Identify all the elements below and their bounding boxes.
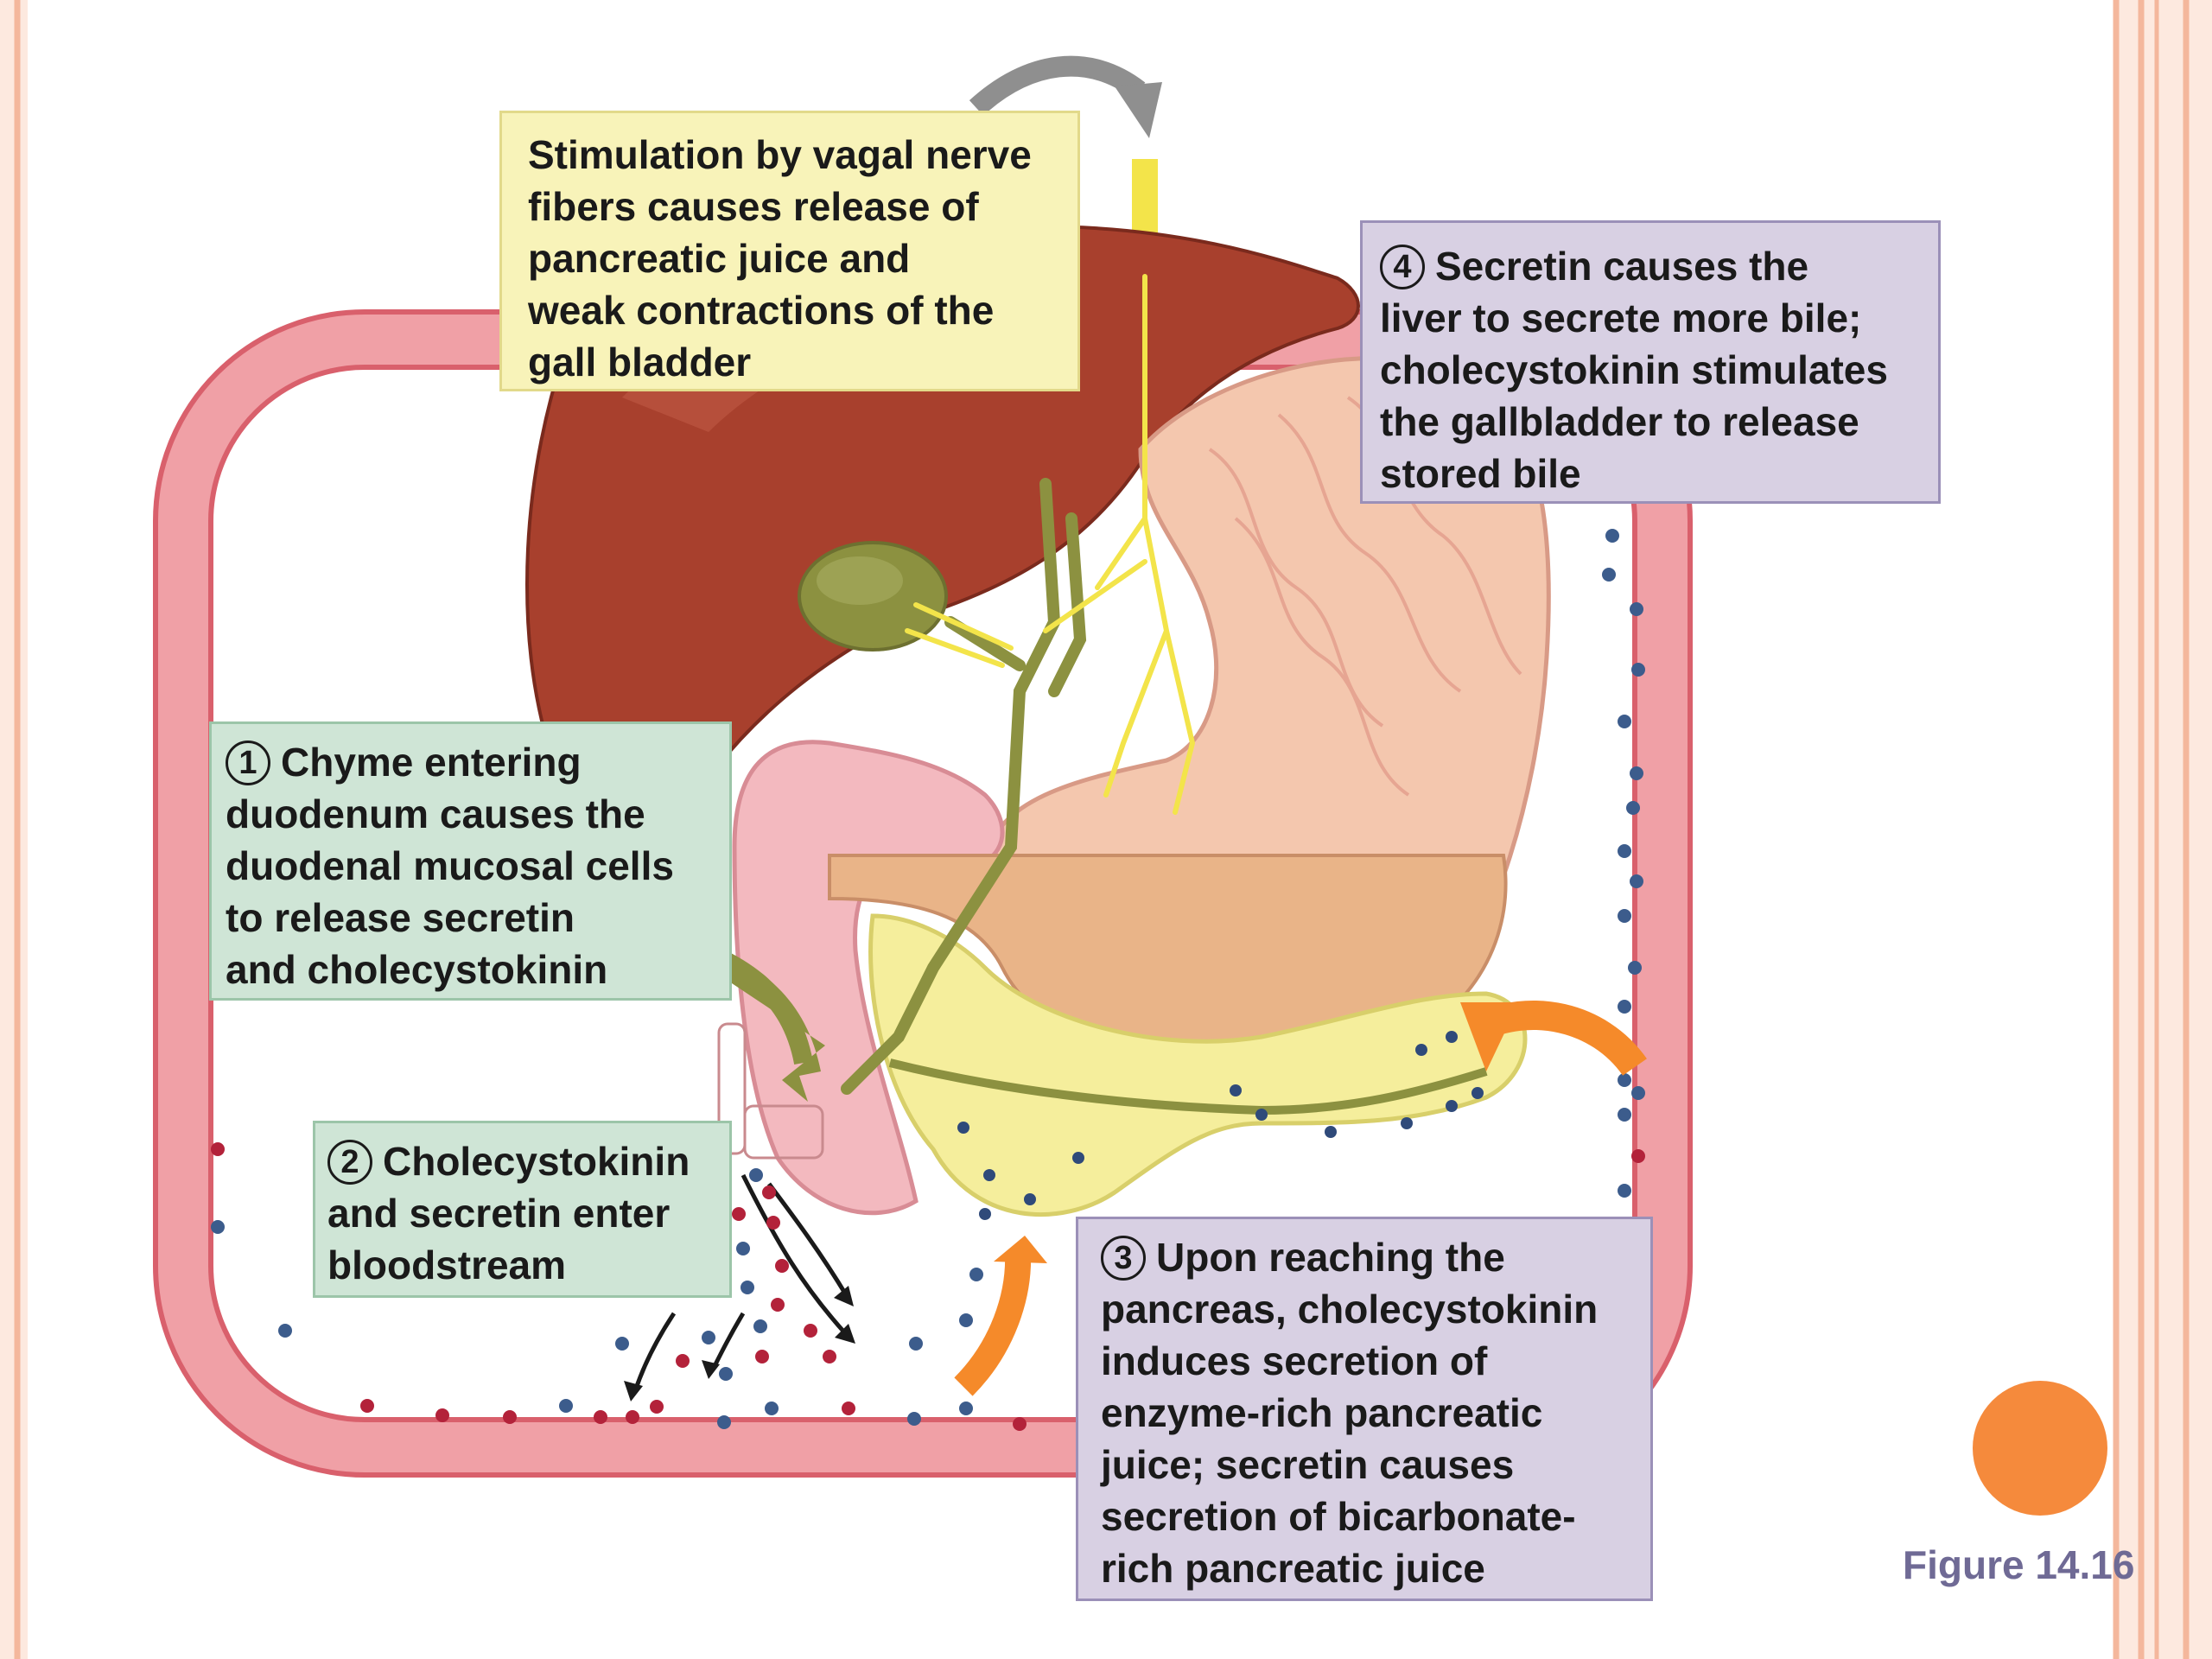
vagal-arrow (969, 55, 1146, 116)
blood-cells (211, 529, 1645, 1431)
pancreas (868, 913, 1528, 1217)
step-number-badge: 3 (1101, 1236, 1146, 1281)
step-number-badge: 1 (226, 741, 270, 785)
figure-caption: Figure 14.16 (1903, 1542, 2135, 1587)
callout-line: liver to secrete more bile; (1380, 296, 1862, 340)
slide-border-left-band (0, 0, 28, 1659)
vagal-arrow-head (1115, 82, 1162, 138)
callout-line: and secretin enter (327, 1191, 671, 1236)
callout-line: pancreatic juice and (528, 236, 911, 281)
callout-line-text: Upon reaching the (1156, 1235, 1505, 1280)
callout-line: the gallbladder to release (1380, 399, 1859, 444)
callout-line: duodenal mucosal cells (226, 843, 674, 888)
orange-arrow-right-head (1460, 1002, 1519, 1071)
callout-line: bloodstream (327, 1243, 567, 1287)
pancreas-cells (957, 1031, 1484, 1220)
callout-line: rich pancreatic juice (1101, 1546, 1485, 1591)
callout-line: weak contractions of the (528, 288, 995, 333)
gallbladder-highlight (817, 556, 903, 605)
callout-line: gall bladder (528, 340, 752, 385)
callout-vagal-stimulation: Stimulation by vagal nerve fibers causes… (499, 111, 1080, 391)
slide-border-right-band (2115, 0, 2212, 1659)
hormone-arrows (632, 1173, 849, 1392)
orange-arrow-bottom (954, 1252, 1032, 1396)
nerve-branches (905, 274, 1195, 815)
hormone-arrow-heads (624, 1286, 855, 1402)
callout-line: Stimulation by vagal nerve (528, 132, 1032, 177)
step-number-badge: 4 (1380, 245, 1425, 289)
pancreatic-duct (888, 1058, 1488, 1116)
callout-line: to release secretin (226, 895, 575, 940)
callout-line: induces secretion of (1101, 1338, 1488, 1383)
callout-line-text: Cholecystokinin (383, 1139, 690, 1184)
hormone-dots (615, 1168, 983, 1381)
callout-line: secretion of bicarbonate- (1101, 1494, 1576, 1539)
accent-circle (1973, 1381, 2107, 1516)
callout-line: enzyme-rich pancreatic (1101, 1390, 1543, 1435)
callout-line: duodenum causes the (226, 791, 645, 836)
callout-line-text: Secretin causes the (1435, 244, 1809, 289)
step-number-badge: 2 (327, 1140, 372, 1185)
callout-line: cholecystokinin stimulates (1380, 347, 1888, 392)
callout-line: juice; secretin causes (1101, 1442, 1515, 1487)
callout-line-text: Chyme entering (281, 740, 582, 785)
callout-line: stored bile (1380, 451, 1581, 496)
duodenal-mucosa (717, 1022, 824, 1160)
callout-line: pancreas, cholecystokinin (1101, 1287, 1599, 1332)
orange-arrow-bottom-head (994, 1236, 1047, 1263)
callout-line: and cholecystokinin (226, 947, 608, 992)
callout-line: fibers causes release of (528, 184, 979, 229)
